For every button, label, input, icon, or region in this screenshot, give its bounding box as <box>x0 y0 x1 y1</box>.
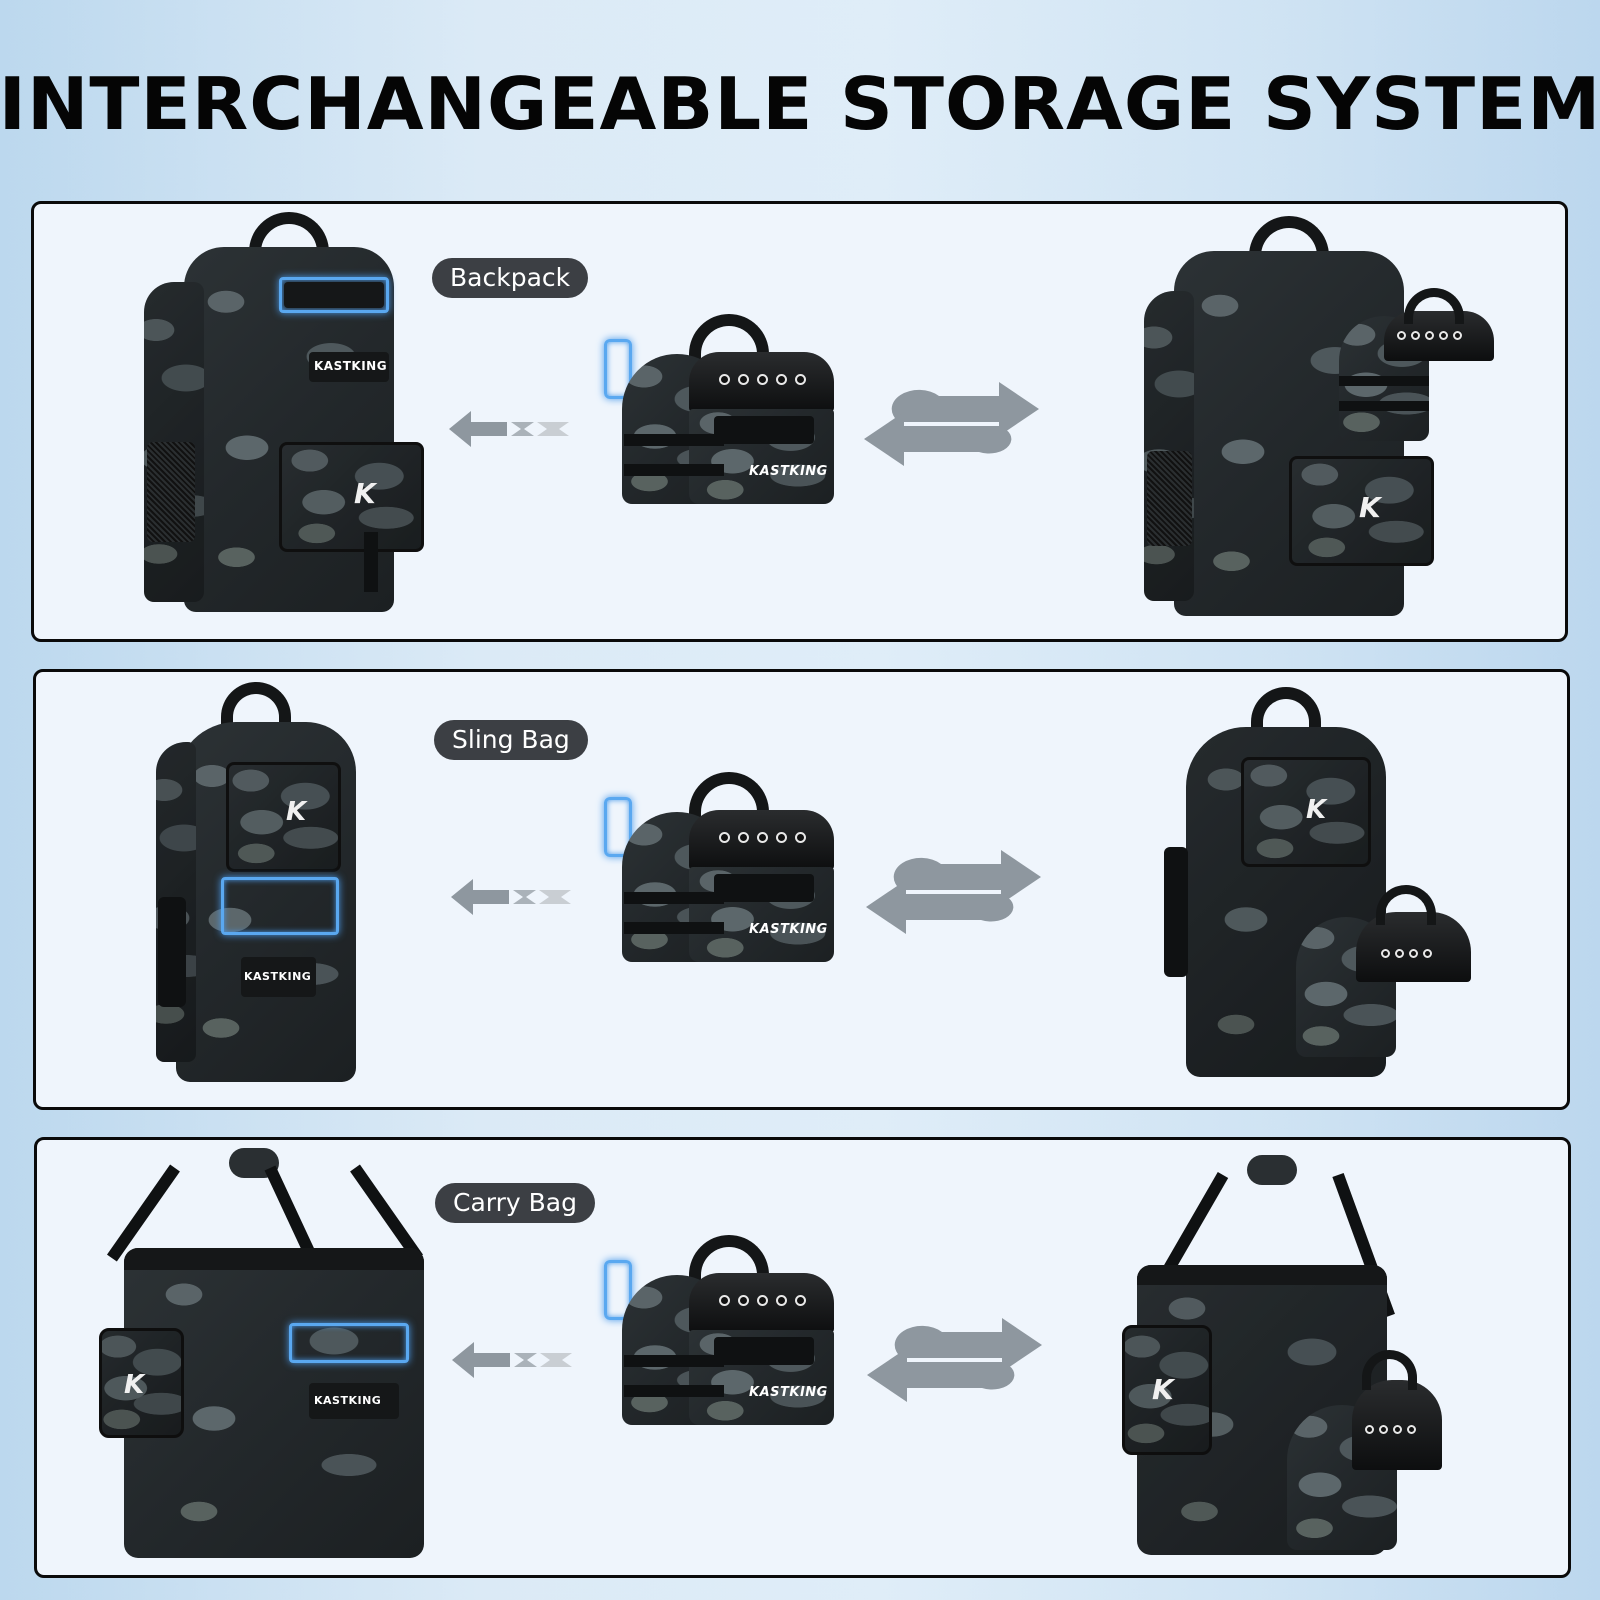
pouch-brand-text: KASTKING <box>749 464 828 479</box>
brand-patch-text: KASTKING <box>314 359 388 373</box>
tackle-pouch-image: KASTKING <box>604 314 844 514</box>
tackle-pouch-image: KASTKING <box>604 1235 844 1435</box>
backpack-image: KASTKING K <box>139 212 439 622</box>
pouch-brand-text: KASTKING <box>749 922 828 937</box>
swap-arrows-icon <box>867 1318 1042 1402</box>
kastking-k-logo-icon: K <box>354 477 376 510</box>
tackle-pouch-image: KASTKING <box>604 772 844 972</box>
attachment-point-highlight <box>221 877 339 935</box>
swap-arrows-icon <box>866 850 1041 934</box>
panel-carry-bag: Carry Bag K KASTKING KASTKING <box>34 1137 1571 1578</box>
page-title: INTERCHANGEABLE STORAGE SYSTEM <box>0 62 1600 146</box>
backpack-with-pouch-image: K <box>1139 216 1499 626</box>
carry-bag-image: K KASTKING <box>99 1148 439 1563</box>
carry-bag-with-pouch-image: K <box>1097 1155 1457 1565</box>
panel-sling-bag: Sling Bag K KASTKING KASTKING K <box>33 669 1570 1110</box>
attachment-point-highlight <box>279 277 389 313</box>
brand-patch-text: KASTKING <box>314 1394 382 1407</box>
pouch-brand-text: KASTKING <box>749 1385 828 1400</box>
brand-patch-text: KASTKING <box>244 970 312 983</box>
swap-arrows-icon <box>864 382 1039 466</box>
panel-backpack: Backpack KASTKING K KASTKING <box>31 201 1568 642</box>
arrow-left-chevrons-icon <box>449 411 569 447</box>
sling-bag-image: K KASTKING <box>136 682 376 1092</box>
arrow-left-chevrons-icon <box>451 879 571 915</box>
mode-label-pill: Sling Bag <box>434 720 588 760</box>
attachment-point-highlight <box>289 1323 409 1363</box>
sling-bag-with-pouch-image: K <box>1156 687 1496 1087</box>
arrow-left-chevrons-icon <box>452 1342 572 1378</box>
mode-label-pill: Carry Bag <box>435 1183 595 1223</box>
mode-label-pill: Backpack <box>432 258 589 298</box>
